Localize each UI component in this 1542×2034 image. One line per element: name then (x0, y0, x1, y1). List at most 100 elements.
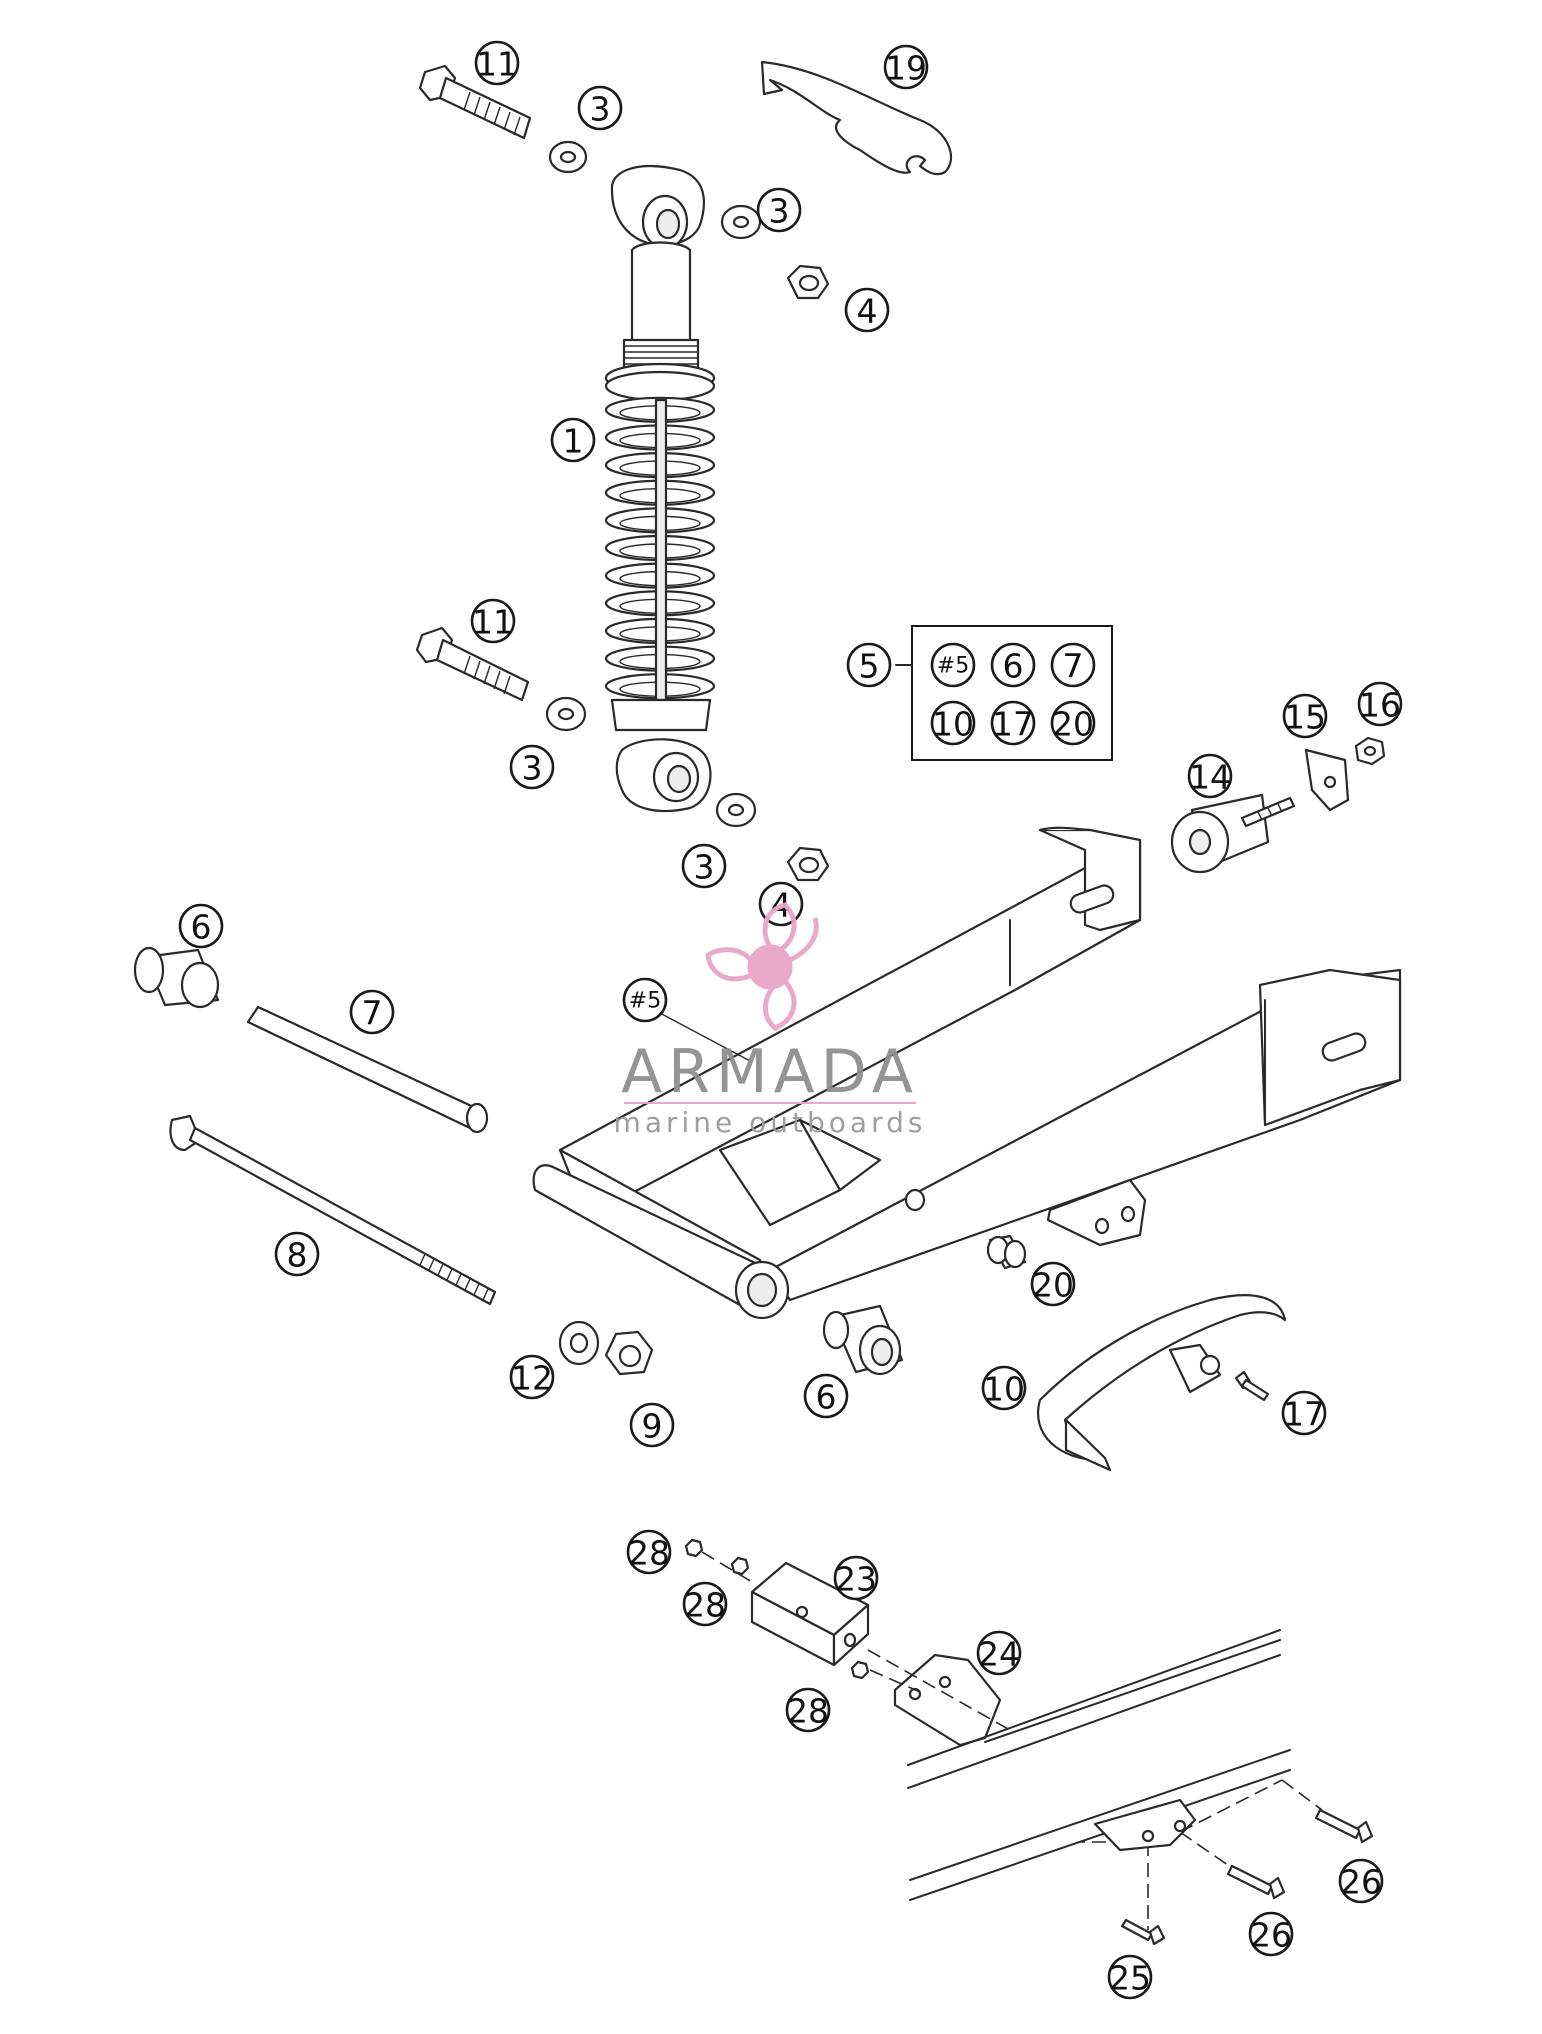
svg-text:3: 3 (590, 90, 611, 129)
thread-line (419, 1253, 426, 1266)
callout-15: 15 (1282, 693, 1328, 739)
callout-7: 7 (349, 989, 395, 1035)
svg-text:20: 20 (1052, 705, 1094, 744)
kit-item-10: 10 (930, 700, 976, 746)
svg-text:12: 12 (511, 1359, 553, 1398)
frame-rails (907, 1629, 1291, 1901)
kit-item-17: 17 (990, 700, 1036, 746)
callout-3-a: 3 (577, 85, 623, 131)
svg-text:7: 7 (1063, 647, 1084, 686)
svg-text:28: 28 (684, 1586, 726, 1625)
chain-tensioner-14 (1170, 793, 1296, 874)
callout-28-c: 28 (785, 1687, 831, 1733)
pivot-bolt-8 (169, 1114, 497, 1306)
svg-text:7: 7 (362, 994, 383, 1033)
svg-text:28: 28 (628, 1534, 670, 1573)
callout-4-a: 4 (844, 287, 890, 333)
thread-line (437, 1263, 444, 1276)
nut-28-c (850, 1660, 870, 1680)
bracket-15 (1304, 748, 1350, 812)
nut-16 (1354, 736, 1386, 766)
thread-line (455, 1273, 462, 1286)
svg-text:10: 10 (983, 1370, 1025, 1409)
nut-4-b (786, 846, 830, 882)
callout-23: 23 (833, 1555, 879, 1601)
callout-1: 1 (550, 417, 596, 463)
armada-watermark: ARMADA marine outboards (614, 902, 927, 1139)
svg-text:5: 5 (859, 647, 880, 686)
thread-line (482, 1288, 489, 1301)
callout-3-b: 3 (756, 187, 802, 233)
callout-6-b: 6 (803, 1373, 849, 1419)
callout-5-sub: #5 (622, 977, 668, 1023)
svg-text:24: 24 (978, 1635, 1020, 1674)
svg-text:1: 1 (563, 422, 584, 461)
callout-14: 14 (1187, 753, 1233, 799)
svg-text:marine outboards: marine outboards (614, 1106, 927, 1139)
bushing-6-a (133, 946, 220, 1009)
thread-line (473, 1283, 480, 1296)
thread-line (464, 1278, 471, 1291)
callout-3-c: 3 (509, 744, 555, 790)
callout-26-a: 26 (1338, 1858, 1384, 1904)
callout-20: 20 (1030, 1261, 1076, 1307)
callout-11-lower: 11 (470, 598, 516, 644)
callout-6-a: 6 (178, 903, 224, 949)
callout-3-d: 3 (681, 843, 727, 889)
spacer-tube-7 (246, 1005, 489, 1134)
svg-text:#5: #5 (629, 989, 661, 1014)
screw-26-b (1314, 1808, 1374, 1844)
callout-5: 5 (846, 642, 892, 688)
kit-box-items: #5 6 7 10 17 20 (930, 642, 1096, 746)
callout-12: 12 (509, 1354, 555, 1400)
svg-text:11: 11 (472, 603, 514, 642)
callout-labels: 11 19 3 3 4 1 11 3 3 5 15 16 14 4 6 7 #5… (178, 40, 1403, 2000)
svg-text:17: 17 (992, 705, 1034, 744)
thread-line (428, 1258, 435, 1271)
svg-text:8: 8 (287, 1236, 308, 1275)
washer-3-c (545, 696, 587, 732)
swing-arm (532, 826, 1402, 1320)
shock-absorber-1 (604, 165, 716, 813)
svg-text:19: 19 (885, 49, 927, 88)
chain-slider-10 (1037, 1294, 1287, 1472)
screw-26-a (1226, 1864, 1286, 1900)
bushing-6-b (822, 1304, 904, 1376)
svg-text:23: 23 (835, 1560, 877, 1599)
nut-28-a (684, 1538, 704, 1558)
callout-28-b: 28 (682, 1581, 728, 1627)
nut-4-a (786, 264, 830, 300)
slider-block-23 (750, 1561, 870, 1667)
sleeve-20 (986, 1234, 1027, 1270)
callout-16: 16 (1357, 681, 1403, 727)
callout-17: 17 (1281, 1390, 1327, 1436)
spanner-wrench-19 (760, 60, 953, 176)
svg-text:3: 3 (769, 192, 790, 231)
washer-3-b (720, 204, 762, 240)
callout-10: 10 (981, 1365, 1027, 1411)
svg-text:ARMADA: ARMADA (621, 1037, 919, 1107)
propeller-logo-icon (705, 902, 819, 1031)
kit-item-20: 20 (1050, 700, 1096, 746)
kit-item-5: #5 (930, 642, 976, 688)
svg-text:11: 11 (476, 45, 518, 84)
svg-text:6: 6 (816, 1378, 837, 1417)
svg-text:15: 15 (1284, 698, 1326, 737)
callout-26-b: 26 (1248, 1911, 1294, 1957)
kit-item-7: 7 (1050, 642, 1096, 688)
svg-text:17: 17 (1283, 1395, 1325, 1434)
washer-3-d (715, 792, 757, 828)
callout-28-a: 28 (626, 1529, 672, 1575)
svg-text:14: 14 (1189, 758, 1231, 797)
callout-11-top: 11 (474, 40, 520, 86)
callout-9: 9 (629, 1402, 675, 1448)
thread-line (446, 1268, 453, 1281)
washer-3-a (548, 140, 588, 174)
bolt-11-top (418, 64, 532, 140)
nut-9 (604, 1330, 654, 1376)
screw-17 (1234, 1370, 1270, 1402)
svg-text:28: 28 (787, 1692, 829, 1731)
screw-25 (1120, 1918, 1166, 1946)
svg-text:4: 4 (857, 292, 878, 331)
